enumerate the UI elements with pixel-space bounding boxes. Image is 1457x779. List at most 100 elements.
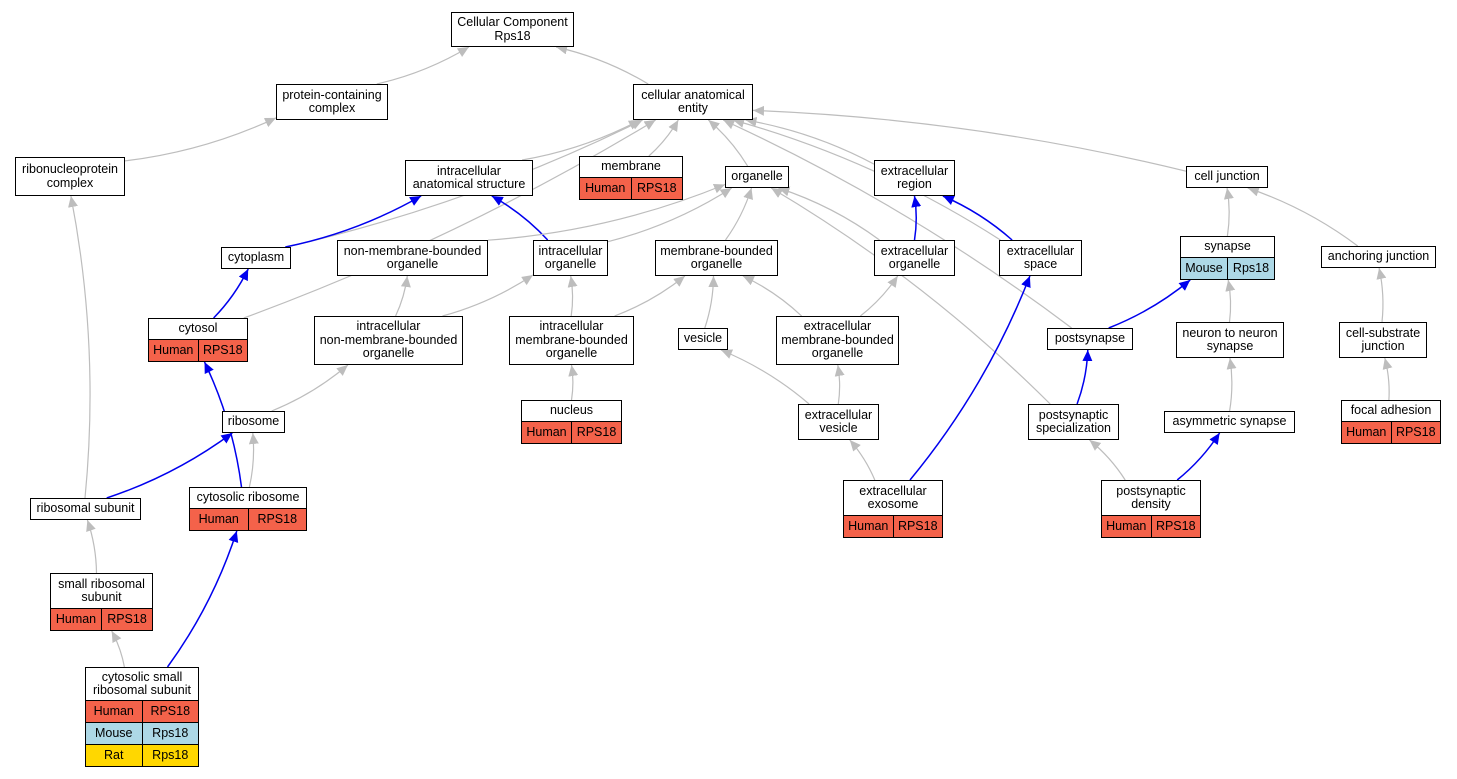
edge-ecs-to-ecr xyxy=(942,195,1013,241)
edge-ecmbo-to-mbo xyxy=(742,275,803,317)
edge-ssu-to-ribo_sub xyxy=(86,519,98,574)
species-label: Human xyxy=(93,704,134,718)
node-label: small ribosomal subunit xyxy=(58,576,145,604)
node-label: ribonucleoprotein complex xyxy=(22,162,118,190)
species-label: Human xyxy=(198,512,239,526)
edge-io-to-organelle xyxy=(607,187,733,243)
node-label: neuron to neuron synapse xyxy=(1182,325,1278,353)
node-imbo[interactable]: intracellular membrane-bounded organelle xyxy=(509,316,634,365)
edge-ias-to-cae xyxy=(521,119,641,161)
gene-label: RPS18 xyxy=(892,516,943,537)
node-n2n[interactable]: neuron to neuron synapse xyxy=(1176,322,1284,358)
edge-asym-to-n2n xyxy=(1226,357,1237,412)
node-root[interactable]: Cellular Component Rps18 xyxy=(451,12,574,47)
edge-pss-to-organelle xyxy=(770,187,1051,405)
node-ribosome[interactable]: ribosome xyxy=(222,411,285,433)
node-label: cellular anatomical entity xyxy=(641,87,745,115)
edge-inmbo-to-io xyxy=(442,274,534,317)
node-asym[interactable]: asymmetric synapse xyxy=(1164,411,1295,433)
node-ecv[interactable]: extracellular vesicle xyxy=(798,404,879,440)
edge-postsynapse-to-cae xyxy=(722,119,1072,329)
edge-synapse-to-cell_junction xyxy=(1223,187,1234,237)
edge-postsynapse-to-synapse xyxy=(1108,279,1191,329)
species-label: Human xyxy=(55,612,97,626)
edge-cell_junction-to-cae xyxy=(752,105,1187,172)
node-label: cell-substrate junction xyxy=(1345,325,1421,353)
node-label: cytosol xyxy=(178,321,218,336)
node-ecr[interactable]: extracellular region xyxy=(874,160,955,196)
node-inmbo[interactable]: intracellular non-membrane-bounded organ… xyxy=(314,316,463,365)
node-csj[interactable]: cell-substrate junction xyxy=(1339,322,1427,358)
node-label: membrane xyxy=(601,159,661,174)
gene-label: Rps18 xyxy=(141,745,199,766)
gene-label: RPS18 xyxy=(247,509,307,530)
node-mbo[interactable]: membrane-bounded organelle xyxy=(655,240,778,276)
gene-label: RPS18 xyxy=(1390,422,1441,443)
node-ecmbo[interactable]: extracellular membrane-bounded organelle xyxy=(776,316,899,365)
edge-cyto_ribo-to-ribosome xyxy=(248,432,259,488)
node-nmbo[interactable]: non-membrane-bounded organelle xyxy=(337,240,488,276)
node-label: intracellular anatomical structure xyxy=(412,163,526,191)
gene-label: RPS18 xyxy=(141,701,199,722)
edge-rnp-to-protein_complex xyxy=(124,117,277,162)
species-label: Human xyxy=(848,519,889,533)
node-organelle[interactable]: organelle xyxy=(725,166,789,188)
node-rnp[interactable]: ribonucleoprotein complex xyxy=(15,157,125,196)
edge-psd-to-asym xyxy=(1176,432,1221,481)
node-cae[interactable]: cellular anatomical entity xyxy=(633,84,753,120)
species-label: Human xyxy=(526,425,567,439)
edge-pss-to-postsynapse xyxy=(1076,349,1093,405)
node-label: intracellular non-membrane-bounded organ… xyxy=(319,319,458,361)
node-pss[interactable]: postsynaptic specialization xyxy=(1028,404,1119,440)
edge-mbo-to-organelle xyxy=(725,187,753,241)
node-cytoplasm[interactable]: cytoplasm xyxy=(221,247,291,269)
species-row: Human RPS18 xyxy=(190,508,306,530)
node-label: membrane-bounded organelle xyxy=(660,243,773,271)
node-label: extracellular region xyxy=(880,163,949,191)
edge-ribosome-to-inmbo xyxy=(271,364,349,412)
node-io[interactable]: intracellular organelle xyxy=(533,240,608,276)
edge-protein_complex-to-root xyxy=(376,46,470,85)
node-label: organelle xyxy=(731,169,783,184)
node-anchoring[interactable]: anchoring junction xyxy=(1321,246,1436,268)
node-ribo_sub[interactable]: ribosomal subunit xyxy=(30,498,141,520)
node-label: focal adhesion xyxy=(1350,403,1432,418)
node-postsynapse[interactable]: postsynapse xyxy=(1047,328,1133,350)
node-cell_junction[interactable]: cell junction xyxy=(1186,166,1268,188)
edge-organelle-to-cae xyxy=(708,119,749,167)
edge-imbo-to-io xyxy=(567,275,578,317)
node-protein_complex[interactable]: protein-containing complex xyxy=(276,84,388,120)
node-ecs[interactable]: extracellular space xyxy=(999,240,1082,276)
edge-ecmbo-to-eco xyxy=(860,275,899,317)
node-label: extracellular vesicle xyxy=(804,407,873,435)
edge-cytosol-to-cytoplasm xyxy=(213,268,249,319)
edge-exosome-to-ecs xyxy=(909,275,1031,481)
gene-label: Rps18 xyxy=(1227,258,1274,279)
edge-n2n-to-synapse xyxy=(1225,279,1236,323)
edge-imbo-to-mbo xyxy=(614,275,686,317)
edge-ribo_sub-to-rnp xyxy=(68,195,91,499)
species-label: Human xyxy=(1346,425,1387,439)
node-vesicle[interactable]: vesicle xyxy=(678,328,728,350)
node-label: intracellular organelle xyxy=(538,243,603,271)
edge-csj-to-anchoring xyxy=(1376,267,1387,323)
edge-ecv-to-vesicle xyxy=(720,349,810,405)
edge-cae-to-root xyxy=(555,44,649,85)
edge-nucleus-to-imbo xyxy=(568,364,579,401)
node-eco[interactable]: extracellular organelle xyxy=(874,240,955,276)
edge-ribo_sub-to-ribosome xyxy=(106,432,233,499)
node-ias[interactable]: intracellular anatomical structure xyxy=(405,160,533,196)
